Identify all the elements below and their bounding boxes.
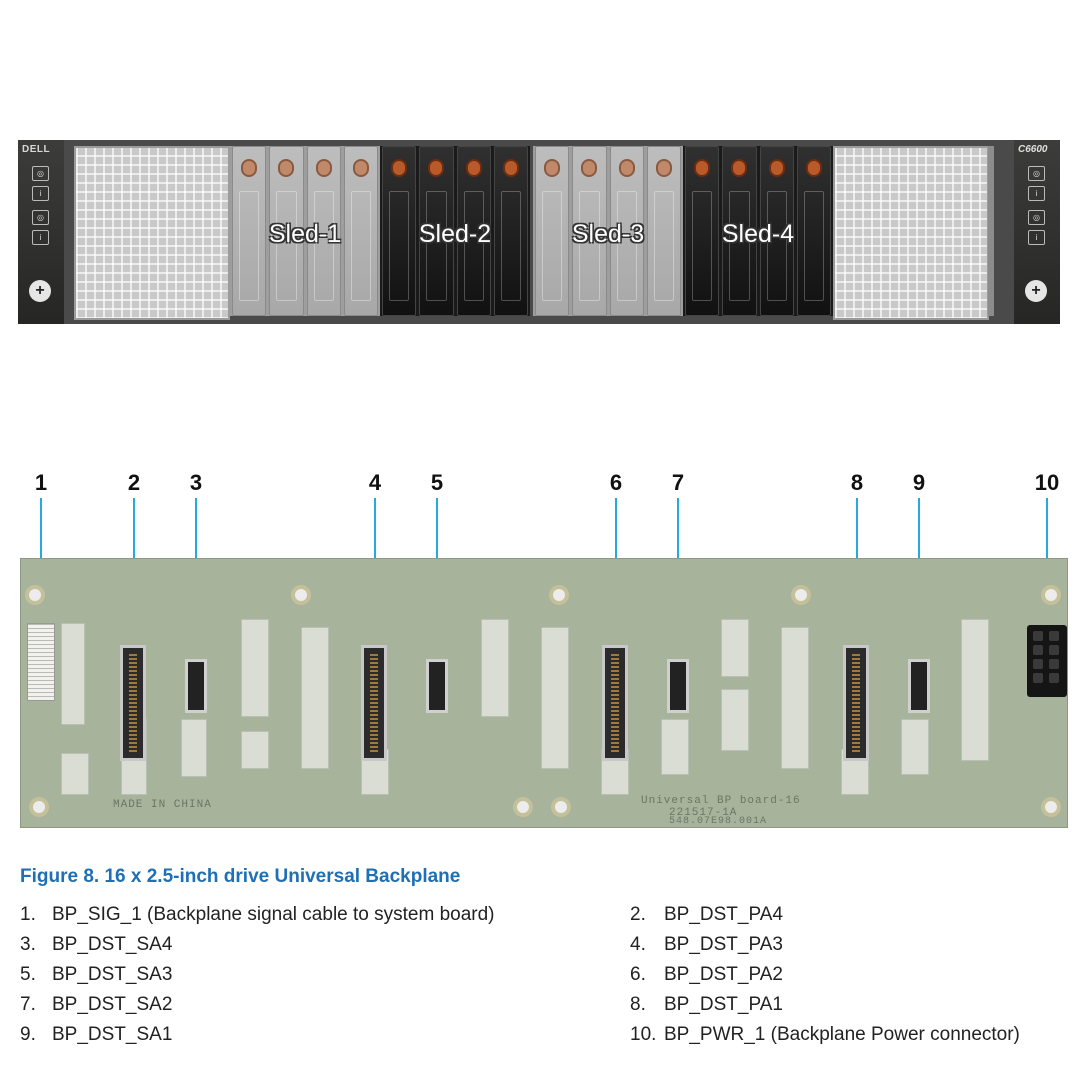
silkscreen-made-in: MADE IN CHINA [113, 799, 212, 811]
mounting-hole [1041, 797, 1061, 817]
bp-sig-1-connector [27, 623, 55, 701]
id-button-icon: ◎ [32, 210, 49, 225]
sled-3: Sled-3 [533, 146, 683, 316]
id-button-icon: ◎ [1028, 210, 1045, 225]
legend-list-right: 2.BP_DST_PA4 4.BP_DST_PA3 6.BP_DST_PA2 8… [630, 902, 1020, 1052]
legend-item: 8.BP_DST_PA1 [630, 994, 783, 1015]
mounting-hole [513, 797, 533, 817]
callout-number: 8 [850, 470, 864, 495]
callout-number: 6 [609, 470, 623, 495]
left-rack-ear: DELL ◎ i ◎ i + [18, 140, 64, 324]
mounting-hole [25, 585, 45, 605]
bp-pwr-1-connector [1027, 625, 1067, 697]
dell-logo: DELL [22, 144, 51, 155]
sled-2: Sled-2 [380, 146, 530, 316]
mounting-hole [29, 797, 49, 817]
info-icon: i [32, 186, 49, 201]
silkscreen-part-number: 221517-1A [669, 807, 738, 819]
legend-item: 1.BP_SIG_1 (Backplane signal cable to sy… [20, 904, 495, 925]
sled-4: Sled-4 [683, 146, 833, 316]
legend-list-left: 1.BP_SIG_1 (Backplane signal cable to sy… [20, 902, 495, 1052]
thumbscrew-icon: + [1025, 280, 1047, 302]
bp-dst-sa1-connector [908, 659, 930, 713]
sled-1: Sled-1 [230, 146, 380, 316]
silkscreen-board-name: Universal BP board-16 [641, 795, 801, 807]
id-button-icon: ◎ [32, 166, 49, 181]
chassis-front-view: DELL ◎ i ◎ i + Sled-1 Sled-2 Sled-3 Sled… [18, 140, 1060, 324]
thumbscrew-icon: + [29, 280, 51, 302]
callout-number: 10 [1034, 470, 1060, 495]
info-icon: i [32, 230, 49, 245]
right-rack-ear: C6600 ◎ i ◎ i + [1014, 140, 1060, 324]
bp-dst-pa2-connector [602, 645, 628, 761]
callout-number: 7 [671, 470, 685, 495]
bp-dst-pa1-connector [843, 645, 869, 761]
sled-label: Sled-4 [721, 220, 795, 248]
id-button-icon: ◎ [1028, 166, 1045, 181]
callout-number: 1 [34, 470, 48, 495]
callout-number: 2 [127, 470, 141, 495]
bp-dst-sa2-connector [667, 659, 689, 713]
sled-label: Sled-1 [268, 220, 342, 248]
legend-item: 9.BP_DST_SA1 [20, 1024, 173, 1045]
mounting-hole [1041, 585, 1061, 605]
figure-caption: Figure 8. 16 x 2.5-inch drive Universal … [20, 866, 461, 887]
legend-item: 4.BP_DST_PA3 [630, 934, 783, 955]
callout-number: 4 [368, 470, 382, 495]
legend-item: 6.BP_DST_PA2 [630, 964, 783, 985]
backplane-board: MADE IN CHINA Universal BP board-16 2215… [20, 558, 1068, 828]
bp-dst-pa4-connector [120, 645, 146, 761]
mounting-hole [551, 797, 571, 817]
callout-number: 3 [189, 470, 203, 495]
legend-item: 7.BP_DST_SA2 [20, 994, 173, 1015]
callout-number: 9 [912, 470, 926, 495]
legend-item: 2.BP_DST_PA4 [630, 904, 783, 925]
silkscreen-part-number: 548.07E98.001A [669, 816, 768, 827]
sled-label: Sled-2 [418, 220, 492, 248]
mounting-hole [791, 585, 811, 605]
model-label: C6600 [1018, 144, 1048, 155]
psu-grille-right [833, 146, 989, 320]
mounting-hole [549, 585, 569, 605]
chassis-rail [988, 146, 994, 316]
bp-dst-sa4-connector [185, 659, 207, 713]
legend-item: 5.BP_DST_SA3 [20, 964, 173, 985]
legend-item: 10.BP_PWR_1 (Backplane Power connector) [630, 1024, 1020, 1045]
callout-number: 5 [430, 470, 444, 495]
info-icon: i [1028, 186, 1045, 201]
info-icon: i [1028, 230, 1045, 245]
mounting-hole [291, 585, 311, 605]
legend-item: 3.BP_DST_SA4 [20, 934, 173, 955]
sled-label: Sled-3 [571, 220, 645, 248]
bp-dst-pa3-connector [361, 645, 387, 761]
psu-grille-left [74, 146, 230, 320]
bp-dst-sa3-connector [426, 659, 448, 713]
